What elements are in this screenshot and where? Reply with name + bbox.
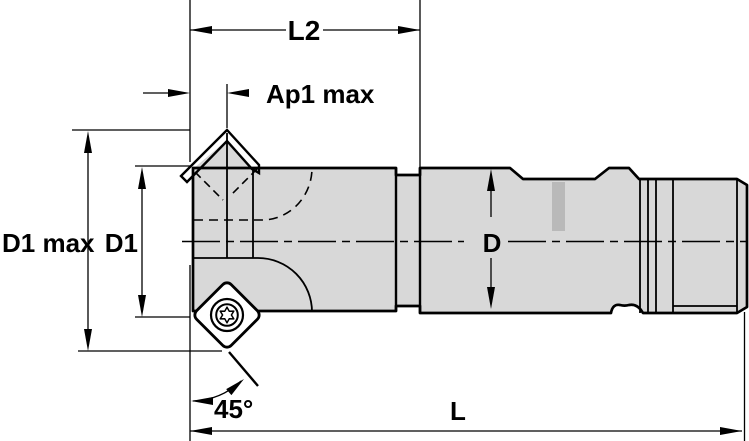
d1max-arrow-down: [84, 329, 92, 351]
dimension-l: L: [189, 265, 746, 441]
bottom-insert: [193, 281, 261, 387]
angle-45-label: 45°: [214, 394, 253, 424]
l-arrow-right: [720, 427, 742, 435]
tool-internal-lines: [193, 133, 738, 313]
top-insert-band: [179, 128, 261, 184]
dimension-d1: D1: [105, 165, 190, 318]
ap1-arrow-left: [168, 89, 190, 97]
l2-arrow-right: [398, 26, 420, 34]
tool-body-fill: [193, 168, 747, 313]
torx-screw-icon: [209, 297, 245, 333]
d1-label: D1: [105, 228, 138, 258]
ap1-arrow-right: [227, 89, 249, 97]
tool-body: [182, 133, 749, 315]
dimension-l2: L2: [189, 0, 421, 167]
d1max-arrow-up: [84, 131, 92, 153]
torx-star: [219, 306, 235, 324]
d1-arrow-up: [138, 167, 146, 189]
d1-max-label: D1 max: [2, 228, 95, 258]
tool-body-outline: [191, 166, 749, 315]
pocket-fillet-arc: [257, 257, 313, 313]
hidden-insert-edge-left: [194, 171, 224, 201]
angle-arrow-left: [191, 397, 213, 405]
d1-arrow-down: [138, 295, 146, 317]
angle-arrow-right: [226, 379, 244, 396]
dimension-d: D: [483, 169, 502, 309]
d-label: D: [483, 228, 502, 258]
top-insert: [179, 128, 261, 184]
dimension-ap1-max: Ap1 max: [143, 79, 375, 128]
swept-profile-dashed-line: [194, 167, 313, 221]
l2-label: L2: [288, 15, 321, 46]
d-arrow-up: [487, 169, 495, 191]
shank-marking: [552, 182, 565, 231]
l-label: L: [450, 396, 466, 426]
dimension-angle-45: 45°: [191, 379, 253, 424]
chamfer-edge-extension-line: [228, 351, 259, 387]
l2-arrow-left: [190, 26, 212, 34]
l-arrow-left: [190, 427, 212, 435]
dimension-d1-max: D1 max: [2, 129, 222, 352]
d-arrow-down: [487, 287, 495, 309]
ap1-max-label: Ap1 max: [266, 79, 375, 109]
